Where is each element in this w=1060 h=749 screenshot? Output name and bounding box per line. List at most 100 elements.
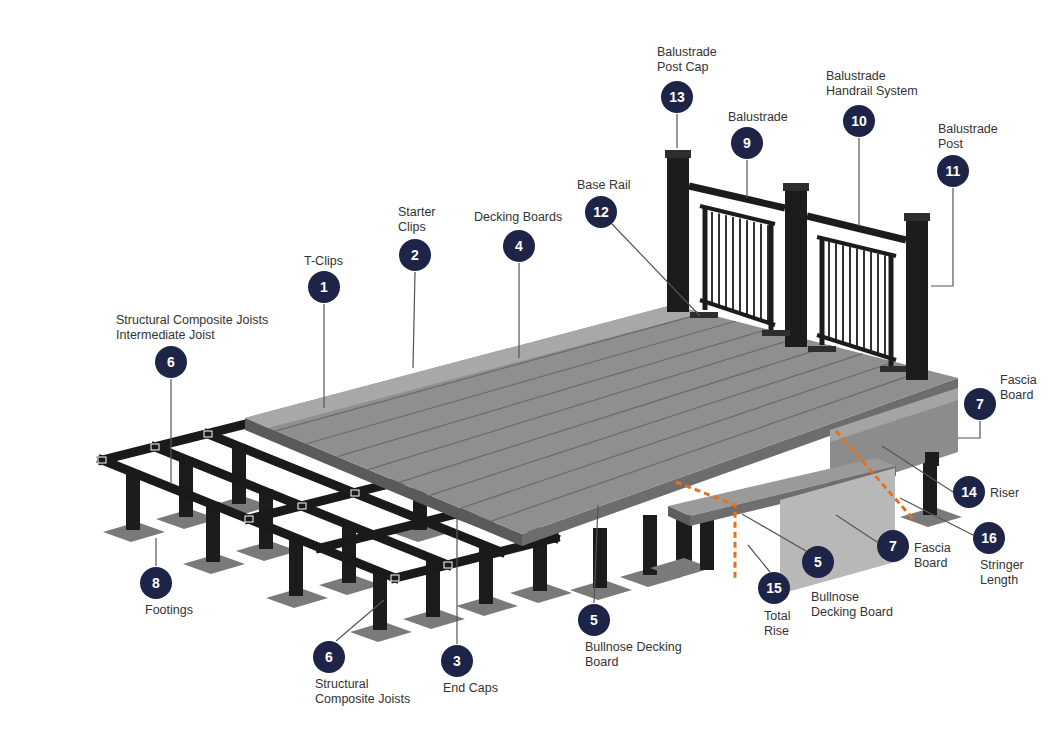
callout-circle: 2Starter Clips <box>399 239 431 271</box>
callout-number: 11 <box>937 155 969 187</box>
callout-number: 1 <box>308 271 340 303</box>
callout-circle: 9Balustrade <box>731 127 763 159</box>
end-cap <box>98 457 106 463</box>
baluster <box>856 249 858 348</box>
callout-circle: 13Balustrade Post Cap <box>661 81 693 113</box>
part-name: Riser <box>990 486 1035 501</box>
dimension-lines <box>676 431 914 578</box>
callout-circle: 12Base Rail <box>585 196 617 228</box>
callout-circle: 1T-Clips <box>308 271 340 303</box>
part-name: Base Rail <box>577 178 657 193</box>
part-name: T-Clips <box>304 254 364 269</box>
baluster <box>711 212 713 304</box>
callout-number: 2 <box>399 239 431 271</box>
callout-number: 7 <box>964 388 996 420</box>
callout-circle: 6Structural Composite Joists Intermediat… <box>155 346 187 378</box>
baluster <box>884 255 886 356</box>
baluster <box>877 254 879 355</box>
callout-circle: 16Stringer Length <box>973 522 1005 554</box>
baluster <box>835 244 837 341</box>
end-cap <box>444 562 452 568</box>
baluster <box>828 242 830 339</box>
part-name: Decking Boards <box>474 210 584 225</box>
callout-circle: 5Bullnose Decking Board <box>578 604 610 636</box>
part-name: Balustrade Post <box>938 122 1010 152</box>
callout-number: 5 <box>578 604 610 636</box>
callout-circle: 5Bullnose Decking Board <box>802 546 834 578</box>
steps <box>650 388 958 594</box>
joist <box>102 420 262 460</box>
baluster <box>739 219 741 314</box>
callout-circle: 6Structural Composite Joists <box>313 641 345 673</box>
callout-number: 6 <box>155 346 187 378</box>
callout-circle: 14Riser <box>953 476 985 508</box>
part-name: Structural Composite Joists <box>315 677 421 707</box>
callout-number: 15 <box>758 572 790 604</box>
end-cap <box>211 481 219 487</box>
callout-circle: 7Fascia Board <box>877 530 909 562</box>
callout-circle: 8Footings <box>140 567 172 599</box>
end-cap <box>351 490 359 496</box>
baluster <box>760 224 762 321</box>
board-gap <box>337 329 767 456</box>
end-cap <box>204 431 212 437</box>
baluster <box>863 250 865 350</box>
callout-number: 9 <box>731 127 763 159</box>
callout-number: 14 <box>953 476 985 508</box>
callout-number: 5 <box>802 546 834 578</box>
callout-number: 16 <box>973 522 1005 554</box>
baluster <box>732 217 734 311</box>
part-name: Fascia Board <box>1000 373 1052 403</box>
callout-number: 12 <box>585 196 617 228</box>
end-cap <box>298 503 306 509</box>
deck-board <box>245 305 702 428</box>
part-name: Footings <box>145 603 215 618</box>
callout-number: 13 <box>661 81 693 113</box>
callout-circle: 4Decking Boards <box>503 230 535 262</box>
callout-number: 6 <box>313 641 345 673</box>
callout-circle: 3End Caps <box>441 645 473 677</box>
callout-circle: 15Total Rise <box>758 572 790 604</box>
balustrade <box>665 150 930 380</box>
joist <box>395 538 555 578</box>
part-name: Structural Composite Joists Intermediate… <box>116 313 296 343</box>
baluster <box>842 245 844 343</box>
callout-number: 7 <box>877 530 909 562</box>
post <box>289 536 303 596</box>
callout-number: 8 <box>140 567 172 599</box>
part-name: Stringer Length <box>980 558 1042 588</box>
part-name: Balustrade Handrail System <box>826 69 931 99</box>
end-cap <box>266 469 274 475</box>
callout-number: 3 <box>441 645 473 677</box>
part-name: Starter Clips <box>398 205 453 235</box>
baluster <box>767 225 769 322</box>
part-name: Fascia Board <box>914 541 966 571</box>
baluster <box>725 215 727 308</box>
baluster <box>718 214 720 307</box>
baluster <box>870 252 872 352</box>
part-name: Balustrade Post Cap <box>657 45 732 75</box>
post <box>643 515 657 575</box>
leader-lines <box>156 114 980 644</box>
callout-circle: 7Fascia Board <box>964 388 996 420</box>
end-cap <box>151 444 159 450</box>
board-gap <box>430 354 863 496</box>
end-cap <box>245 516 253 522</box>
part-name: Bullnose Decking Board <box>811 590 903 620</box>
part-name: End Caps <box>443 681 513 696</box>
board-gap <box>399 346 831 483</box>
callout-number: 4 <box>503 230 535 262</box>
callout-circle: 11Balustrade Post <box>937 155 969 187</box>
baluster <box>849 247 851 346</box>
callout-number: 10 <box>843 105 875 137</box>
board-gap <box>307 321 736 444</box>
post <box>373 570 387 630</box>
board-gap <box>368 337 799 469</box>
baluster <box>746 220 748 315</box>
end-cap <box>391 575 399 581</box>
callout-circle: 10Balustrade Handrail System <box>843 105 875 137</box>
part-name: Balustrade <box>728 110 808 125</box>
board-gap <box>276 313 704 431</box>
part-name: Total Rise <box>764 609 809 639</box>
